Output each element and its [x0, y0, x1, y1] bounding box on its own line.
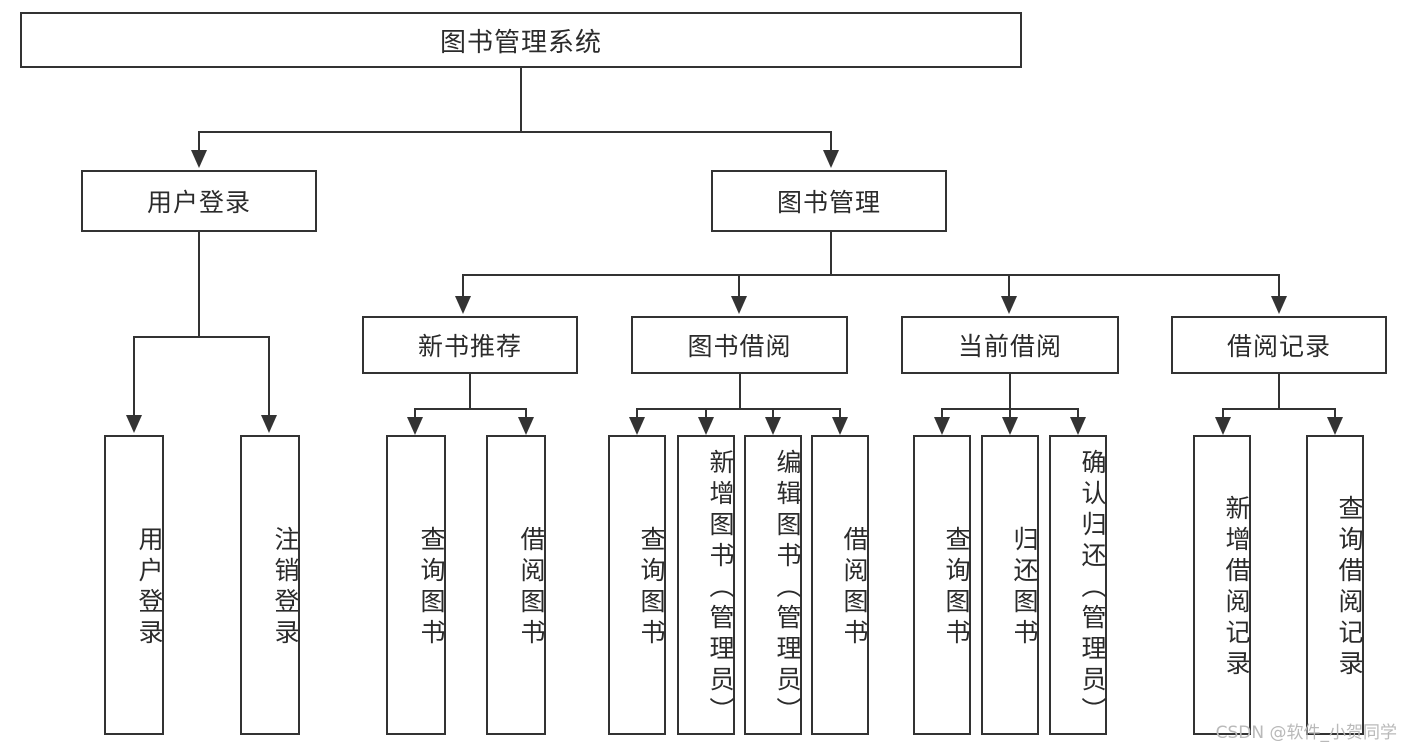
connector-borrow-bus	[636, 408, 841, 410]
node-book-borrow[interactable]: 图书借阅	[631, 316, 848, 374]
leaf-add-book-admin[interactable]: 新增图书（管理员）	[677, 435, 735, 735]
node-label: 查询图书	[637, 526, 666, 650]
node-label: 用户登录	[146, 188, 251, 217]
leaf-add-borrow-record[interactable]: 新增借阅记录	[1193, 435, 1251, 735]
connector-book-manage-to-records	[1278, 274, 1280, 298]
node-label: 用户登录	[135, 526, 164, 650]
leaf-query-book-recommend[interactable]: 查询图书	[386, 435, 446, 735]
node-label: 编辑图书（管理员）	[773, 448, 802, 728]
arrow-borrow-to-leaf-2	[698, 417, 714, 435]
arrow-root-to-book-manage	[823, 150, 839, 168]
node-label: 借阅图书	[517, 526, 546, 650]
arrow-book-manage-to-borrow	[731, 296, 747, 314]
arrow-borrow-to-leaf-3	[765, 417, 781, 435]
leaf-query-book-borrow[interactable]: 查询图书	[608, 435, 666, 735]
leaf-user-login[interactable]: 用户登录	[104, 435, 164, 735]
arrow-borrow-to-leaf-4	[832, 417, 848, 435]
arrow-current-to-leaf-2	[1002, 417, 1018, 435]
node-book-management[interactable]: 图书管理	[711, 170, 947, 232]
arrow-user-login-to-leaf-2	[261, 415, 277, 433]
node-label: 图书管理	[776, 188, 881, 217]
connector-records-stem	[1278, 374, 1280, 408]
node-label: 归还图书	[1010, 526, 1039, 650]
node-label: 图书管理系统	[439, 27, 602, 58]
node-label: 借阅记录	[1226, 332, 1331, 361]
arrow-user-login-to-leaf-1	[126, 415, 142, 433]
connector-records-bus	[1222, 408, 1336, 410]
leaf-query-borrow-record[interactable]: 查询借阅记录	[1306, 435, 1364, 735]
arrow-new-books-to-leaf-2	[518, 417, 534, 435]
node-root-system[interactable]: 图书管理系统	[20, 12, 1022, 68]
node-label: 新增借阅记录	[1222, 495, 1251, 681]
watermark: CSDN @软件_小贺同学	[1215, 723, 1397, 743]
leaf-borrow-book-recommend[interactable]: 借阅图书	[486, 435, 546, 735]
arrow-book-manage-to-records	[1271, 296, 1287, 314]
connector-book-manage-stem	[830, 232, 832, 274]
connector-current-to-leaf-2	[1009, 408, 1011, 419]
node-label: 查询图书	[417, 526, 446, 650]
node-borrow-records[interactable]: 借阅记录	[1171, 316, 1387, 374]
node-label: 查询借阅记录	[1335, 495, 1364, 681]
connector-new-books-stem	[469, 374, 471, 408]
connector-current-stem	[1009, 374, 1011, 408]
leaf-query-book-current[interactable]: 查询图书	[913, 435, 971, 735]
connector-user-login-to-leaf-2	[268, 336, 270, 417]
arrow-root-to-user-login	[191, 150, 207, 168]
arrow-current-to-leaf-3	[1070, 417, 1086, 435]
arrow-borrow-to-leaf-1	[629, 417, 645, 435]
connector-root-to-user-login	[198, 131, 200, 152]
node-label: 确认归还（管理员）	[1078, 448, 1107, 728]
connector-current-to-leaf-1	[941, 408, 943, 419]
arrow-new-books-to-leaf-1	[407, 417, 423, 435]
leaf-edit-book-admin[interactable]: 编辑图书（管理员）	[744, 435, 802, 735]
connector-user-login-to-leaf-1	[133, 336, 135, 417]
connector-current-to-leaf-3	[1077, 408, 1079, 419]
arrow-records-to-leaf-1	[1215, 417, 1231, 435]
node-label: 当前借阅	[957, 332, 1062, 361]
leaf-borrow-book[interactable]: 借阅图书	[811, 435, 869, 735]
connector-records-to-leaf-1	[1222, 408, 1224, 419]
connector-new-books-to-leaf-1	[414, 408, 416, 419]
node-label: 新书推荐	[417, 332, 522, 361]
connector-borrow-to-leaf-4	[839, 408, 841, 419]
node-current-borrow[interactable]: 当前借阅	[901, 316, 1119, 374]
connector-book-manage-to-borrow	[738, 274, 740, 298]
connector-root-bus	[198, 131, 832, 133]
connector-root-stem	[520, 68, 522, 131]
connector-user-login-stem	[198, 232, 200, 336]
leaf-confirm-return-admin[interactable]: 确认归还（管理员）	[1049, 435, 1107, 735]
connector-new-books-to-leaf-2	[525, 408, 527, 419]
leaf-logout[interactable]: 注销登录	[240, 435, 300, 735]
connector-borrow-to-leaf-1	[636, 408, 638, 419]
node-label: 图书借阅	[687, 332, 792, 361]
connector-book-manage-to-new-books	[462, 274, 464, 298]
node-label: 借阅图书	[840, 526, 869, 650]
connector-root-to-book-manage	[830, 131, 832, 152]
arrow-book-manage-to-new-books	[455, 296, 471, 314]
leaf-return-book[interactable]: 归还图书	[981, 435, 1039, 735]
arrow-book-manage-to-current	[1001, 296, 1017, 314]
node-new-book-recommend[interactable]: 新书推荐	[362, 316, 578, 374]
arrow-records-to-leaf-2	[1327, 417, 1343, 435]
connector-borrow-to-leaf-3	[772, 408, 774, 419]
node-label: 查询图书	[942, 526, 971, 650]
connector-new-books-bus	[414, 408, 527, 410]
connector-borrow-stem	[739, 374, 741, 408]
node-label: 新增图书（管理员）	[706, 448, 735, 728]
connector-book-manage-bus	[462, 274, 1280, 276]
node-user-login[interactable]: 用户登录	[81, 170, 317, 232]
connector-borrow-to-leaf-2	[705, 408, 707, 419]
connector-records-to-leaf-2	[1334, 408, 1336, 419]
connector-user-login-bus	[133, 336, 270, 338]
connector-book-manage-to-current	[1008, 274, 1010, 298]
arrow-current-to-leaf-1	[934, 417, 950, 435]
node-label: 注销登录	[271, 526, 300, 650]
